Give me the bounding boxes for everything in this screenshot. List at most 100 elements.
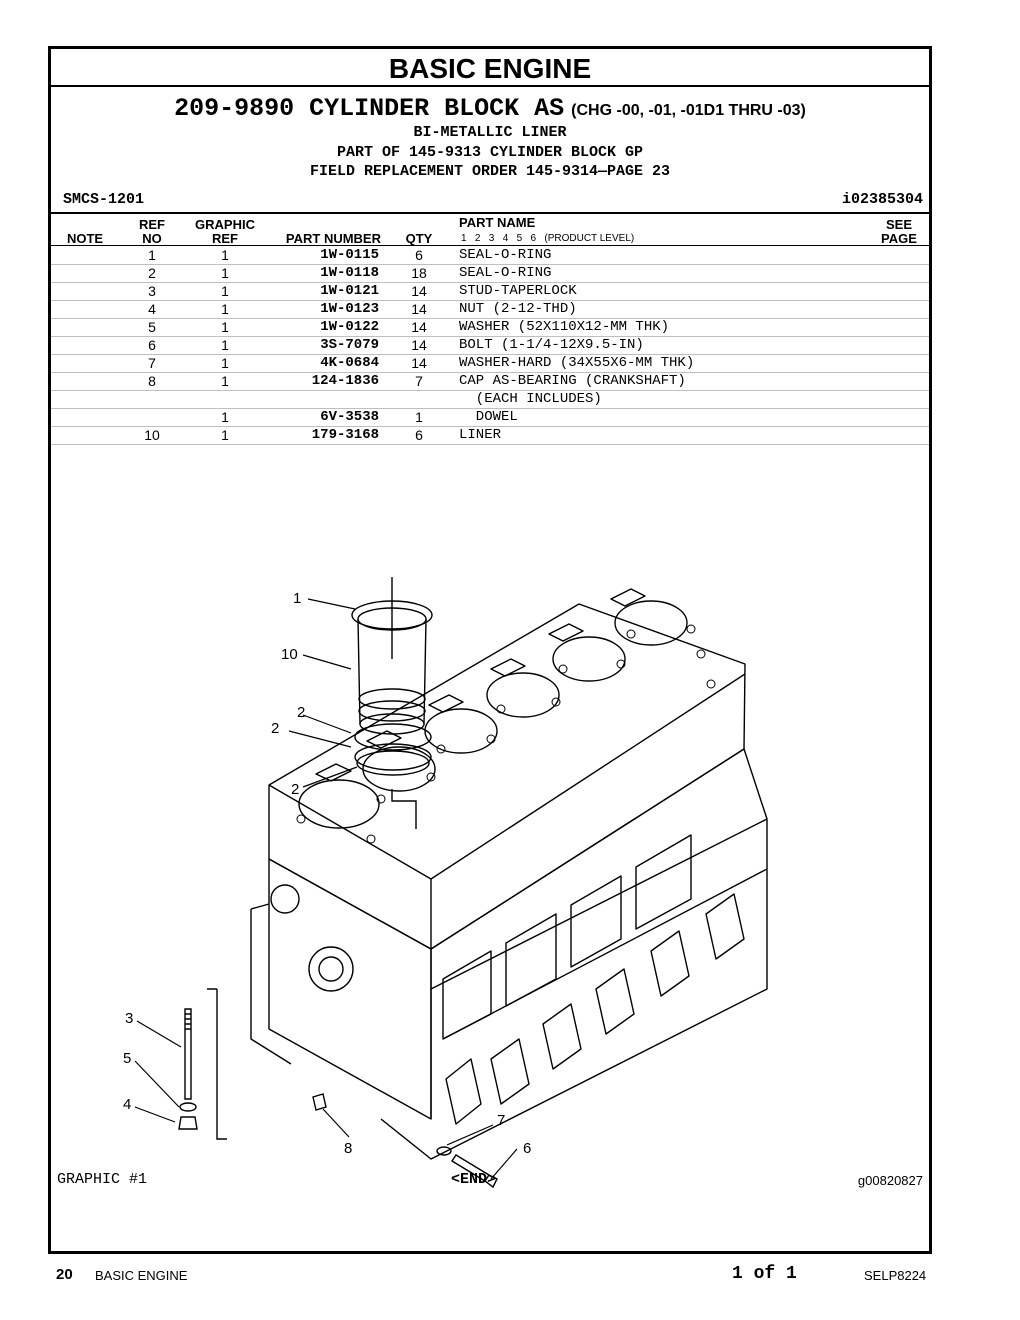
- quantity: 14: [411, 355, 427, 371]
- page-count: 1 of 1: [732, 1264, 797, 1284]
- part-name: CAP AS-BEARING (CRANKSHAFT): [459, 373, 686, 389]
- part-number: 3S-7079: [320, 337, 379, 353]
- ref-no: 3: [148, 283, 156, 299]
- col-see-bottom: PAGE: [881, 231, 917, 246]
- part-number: 1W-0121: [320, 283, 379, 299]
- ref-no: 4: [148, 301, 156, 317]
- header-rule: [51, 212, 929, 214]
- table-row: 6 1 3S-7079 14 BOLT (1-1/4-12X9.5-IN): [51, 336, 929, 355]
- section-title: BASIC ENGINE: [51, 49, 929, 87]
- part-number: 6V-3538: [320, 409, 379, 425]
- part-name: WASHER-HARD (34X55X6-MM THK): [459, 355, 695, 371]
- graphic-ref: 1: [221, 355, 229, 371]
- col-part-name: PART NAME: [459, 215, 536, 230]
- ref-no: 1: [148, 247, 156, 263]
- graphic-ref: 1: [221, 319, 229, 335]
- ref-no: 6: [148, 337, 156, 353]
- col-see-top: SEE: [885, 217, 912, 232]
- graphic-ref: 1: [221, 373, 229, 389]
- part-name: DOWEL: [459, 409, 518, 425]
- subtitle-liner: BI-METALLIC LINER: [413, 124, 567, 141]
- part-name: NUT (2-12-THD): [459, 301, 577, 317]
- part-name: STUD-TAPERLOCK: [459, 283, 577, 299]
- part-title: 209-9890 CYLINDER BLOCK AS (CHG -00, -01…: [51, 93, 929, 123]
- quantity: 7: [415, 373, 423, 389]
- part-name: (EACH INCLUDES): [459, 391, 602, 407]
- subtitle-part-of: PART OF 145-9313 CYLINDER BLOCK GP: [336, 144, 644, 161]
- page-section-name: BASIC ENGINE: [95, 1268, 188, 1283]
- ref-no: 7: [148, 355, 156, 371]
- quantity: 14: [411, 301, 427, 317]
- ref-no: 8: [148, 373, 156, 389]
- ref-no: 10: [144, 427, 160, 443]
- graphic-label: GRAPHIC #1: [57, 1171, 148, 1188]
- part-number: 4K-0684: [320, 355, 379, 371]
- part-name: LINER: [459, 427, 502, 443]
- col-note: NOTE: [66, 231, 104, 246]
- document-id: i02385304: [841, 191, 923, 208]
- page-number: 20: [56, 1266, 73, 1283]
- table-row: 4 1 1W-0123 14 NUT (2-12-THD): [51, 300, 929, 319]
- callout-5: 5: [123, 1050, 131, 1067]
- col-qty: QTY: [405, 231, 433, 246]
- col-product-level: 1 2 3 4 5 6 (PRODUCT LEVEL): [461, 233, 635, 244]
- part-title-text: 209-9890 CYLINDER BLOCK AS: [174, 94, 565, 123]
- part-name: BOLT (1-1/4-12X9.5-IN): [459, 337, 644, 353]
- col-ref-bottom: NO: [142, 231, 162, 246]
- graphic-ref: 1: [221, 301, 229, 317]
- graphic-ref: 1: [221, 409, 229, 425]
- part-name: SEAL-O-RING: [459, 247, 552, 263]
- callout-10: 10: [281, 646, 298, 663]
- part-name: SEAL-O-RING: [459, 265, 552, 281]
- col-part-number: PART NUMBER: [285, 231, 381, 246]
- ref-no: 2: [148, 265, 156, 281]
- col-graphic-top: GRAPHIC: [195, 217, 255, 232]
- quantity: 14: [411, 337, 427, 353]
- part-number: 1W-0123: [320, 301, 379, 317]
- ref-no: 5: [148, 319, 156, 335]
- callout-7: 7: [497, 1112, 505, 1129]
- callout-2c: 2: [291, 781, 299, 798]
- callout-2b: 2: [271, 720, 279, 737]
- subtitle-field-order: FIELD REPLACEMENT ORDER 145-9314—PAGE 23: [309, 163, 671, 180]
- quantity: 14: [411, 283, 427, 299]
- column-header-rule: [51, 245, 929, 246]
- callout-4: 4: [123, 1096, 131, 1113]
- engine-block-illustration: 1 10 2 2 2 3 5 4 7 6 8: [123, 577, 768, 1189]
- part-number: 1W-0115: [320, 247, 379, 263]
- end-label: <END>: [451, 1171, 497, 1188]
- quantity: 6: [415, 427, 423, 443]
- quantity: 14: [411, 319, 427, 335]
- table-row: 5 1 1W-0122 14 WASHER (52X110X12-MM THK): [51, 318, 929, 337]
- publication-code: SELP8224: [864, 1268, 927, 1283]
- callout-8: 8: [344, 1140, 352, 1157]
- quantity: 1: [415, 409, 423, 425]
- table-row: 3 1 1W-0121 14 STUD-TAPERLOCK: [51, 282, 929, 301]
- graphic-ref: 1: [221, 283, 229, 299]
- graphic-ref: 1: [221, 247, 229, 263]
- graphic-id: g00820827: [857, 1173, 923, 1188]
- table-row: 7 1 4K-0684 14 WASHER-HARD (34X55X6-MM T…: [51, 354, 929, 373]
- col-ref-top: REF: [139, 217, 165, 232]
- graphic-ref: 1: [221, 337, 229, 353]
- table-row: 10 1 179-3168 6 LINER: [51, 426, 929, 445]
- callout-3: 3: [125, 1010, 133, 1027]
- page-frame: BASIC ENGINE 209-9890 CYLINDER BLOCK AS …: [48, 46, 932, 1254]
- table-row: (EACH INCLUDES): [51, 390, 929, 409]
- smcs-code: SMCS-1201: [63, 191, 145, 208]
- part-name: WASHER (52X110X12-MM THK): [459, 319, 670, 335]
- table-row: 8 1 124-1836 7 CAP AS-BEARING (CRANKSHAF…: [51, 372, 929, 391]
- part-number: 124-1836: [311, 373, 379, 389]
- quantity: 6: [415, 247, 423, 263]
- graphic-ref: 1: [221, 427, 229, 443]
- callout-1: 1: [293, 590, 301, 607]
- callout-6: 6: [523, 1140, 531, 1157]
- change-note: (CHG -00, -01, -01D1 THRU -03): [571, 102, 806, 119]
- table-row: 1 1 1W-0115 6 SEAL-O-RING: [51, 246, 929, 265]
- table-row: 2 1 1W-0118 18 SEAL-O-RING: [51, 264, 929, 283]
- part-number: 1W-0118: [320, 265, 379, 281]
- part-number: 179-3168: [311, 427, 379, 443]
- quantity: 18: [411, 265, 427, 281]
- part-number: 1W-0122: [320, 319, 379, 335]
- graphic-ref: 1: [221, 265, 229, 281]
